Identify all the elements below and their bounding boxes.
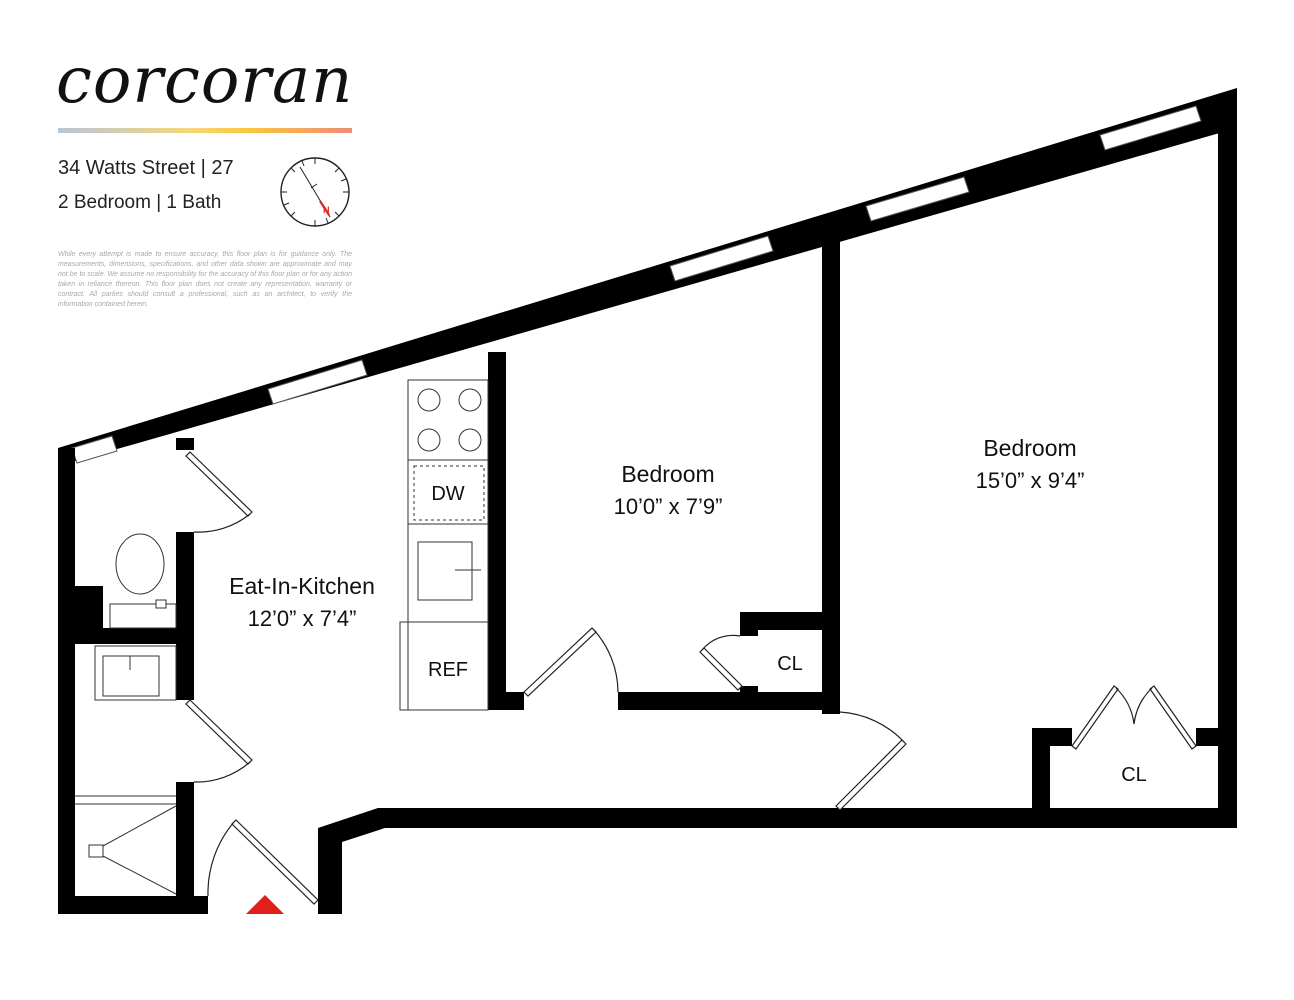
bath-bottom-wall: [58, 896, 208, 914]
bedroom1-size: 10’0” x 7’9”: [614, 494, 723, 519]
bedroom1-bottom-wall: [618, 692, 840, 710]
sink-icon: [94, 645, 177, 701]
bath-wall-right-lower: [176, 782, 194, 914]
bedroom1-door-jamb: [488, 692, 524, 710]
shower-icon: [75, 795, 177, 895]
bedroom1-name: Bedroom: [621, 461, 714, 487]
kitchen-name: Eat-In-Kitchen: [229, 573, 375, 599]
closet1-door: [699, 634, 743, 691]
window-4: [865, 176, 970, 222]
windows: [71, 105, 1202, 464]
bedroom1-left-wall: [488, 352, 506, 710]
bath-door-lower: [185, 699, 253, 783]
exterior-wall-bottom: [318, 808, 1237, 914]
closet2-doors: [1071, 685, 1197, 750]
dishwasher-label: DW: [431, 483, 464, 505]
listing-address: 34 Watts Street | 27: [58, 157, 234, 179]
bath-wall-right-upper: [176, 532, 194, 700]
bedroom2-door: [835, 711, 907, 811]
bath-wall-stub: [176, 438, 194, 450]
bedroom-divider-wall: [822, 236, 840, 714]
bedroom2-name: Bedroom: [983, 435, 1076, 461]
kitchen-sink-icon: [407, 523, 489, 623]
disclaimer-text: While every attempt is made to ensure ac…: [58, 251, 352, 308]
closet2-left-wall: [1032, 728, 1050, 816]
window-3: [669, 235, 774, 282]
compass-north-label: N: [323, 205, 330, 215]
entry-arrow-icon: [246, 895, 284, 914]
bath-door-upper: [185, 451, 253, 533]
dishwasher-icon: [407, 459, 489, 525]
closet2-label: CL: [1121, 764, 1147, 786]
stove-icon: [407, 379, 489, 461]
refrigerator-label: REF: [428, 659, 468, 681]
kitchen-size: 12’0” x 7’4”: [248, 606, 357, 631]
bath-mid-wall: [75, 628, 176, 644]
exterior-wall-left: [58, 448, 75, 914]
corcoran-logo: corcoran: [56, 44, 354, 118]
toilet-icon: [109, 533, 177, 629]
exterior-wall-right: [1218, 118, 1237, 828]
bath-block: [75, 586, 103, 628]
closet1-label: CL: [777, 653, 803, 675]
fixtures: [75, 379, 489, 895]
listing-summary: 2 Bedroom | 1 Bath: [58, 192, 222, 213]
exterior-wall-top: [58, 88, 1237, 466]
closet1-jamb-top: [740, 612, 758, 636]
closet2-top-left: [1032, 728, 1072, 746]
refrigerator-icon: [399, 621, 489, 711]
window-1: [71, 435, 118, 464]
closet2-top-right: [1196, 728, 1218, 746]
window-2: [267, 359, 368, 405]
entry-door: [207, 819, 319, 905]
compass-icon: N: [280, 157, 350, 227]
closet1-top-wall: [740, 612, 822, 630]
doors: [185, 451, 1197, 905]
brand-gradient-bar: [58, 128, 352, 133]
walls: [58, 88, 1237, 914]
window-5: [1099, 105, 1202, 151]
closet1-jamb-bottom: [740, 686, 758, 694]
bedroom2-size: 15’0” x 9’4”: [976, 468, 1085, 493]
bedroom1-door: [523, 627, 619, 697]
